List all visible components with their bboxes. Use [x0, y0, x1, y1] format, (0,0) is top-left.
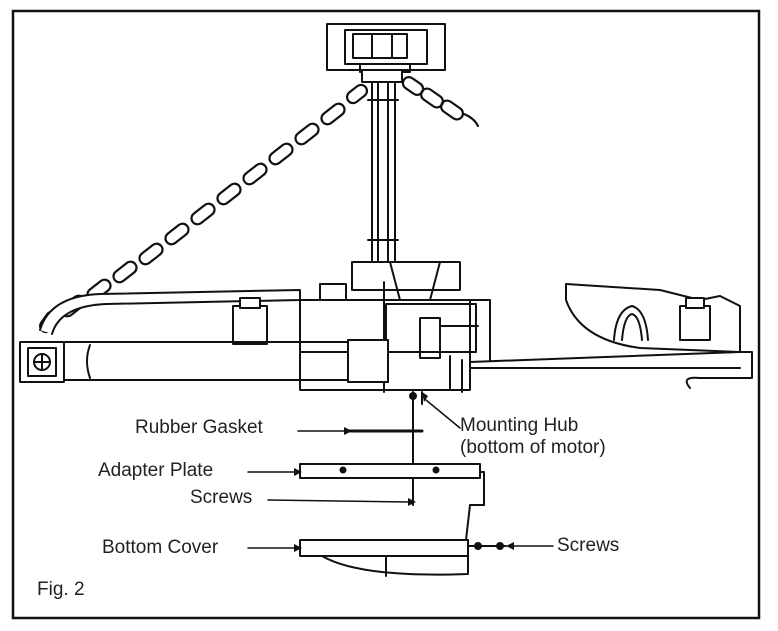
label-mounting-hub-note: (bottom of motor)	[460, 437, 606, 458]
adapter-plate-part	[299, 463, 485, 541]
label-bottom-cover: Bottom Cover	[102, 537, 219, 558]
figure-caption: Fig. 2	[37, 579, 85, 600]
chain-left	[39, 83, 369, 334]
label-screws-right: Screws	[557, 535, 620, 556]
label-mounting-hub: Mounting Hub	[460, 415, 579, 436]
label-adapter-plate: Adapter Plate	[98, 460, 214, 481]
assembly-centerline	[409, 391, 423, 506]
bottom-cover-part	[299, 539, 507, 577]
diagram-border	[11, 9, 761, 620]
right-bracket	[565, 283, 753, 389]
leader-lines	[247, 399, 554, 549]
chain-right	[401, 76, 480, 128]
downrod	[361, 69, 403, 263]
label-screws-upper: Screws	[190, 487, 253, 508]
fan-arm	[19, 339, 741, 383]
mounting-bracket	[39, 289, 301, 345]
leader-arrowheads	[294, 392, 514, 552]
ceiling-canopy	[326, 23, 446, 73]
label-rubber-gasket: Rubber Gasket	[135, 417, 263, 438]
motor-housing	[299, 261, 491, 393]
